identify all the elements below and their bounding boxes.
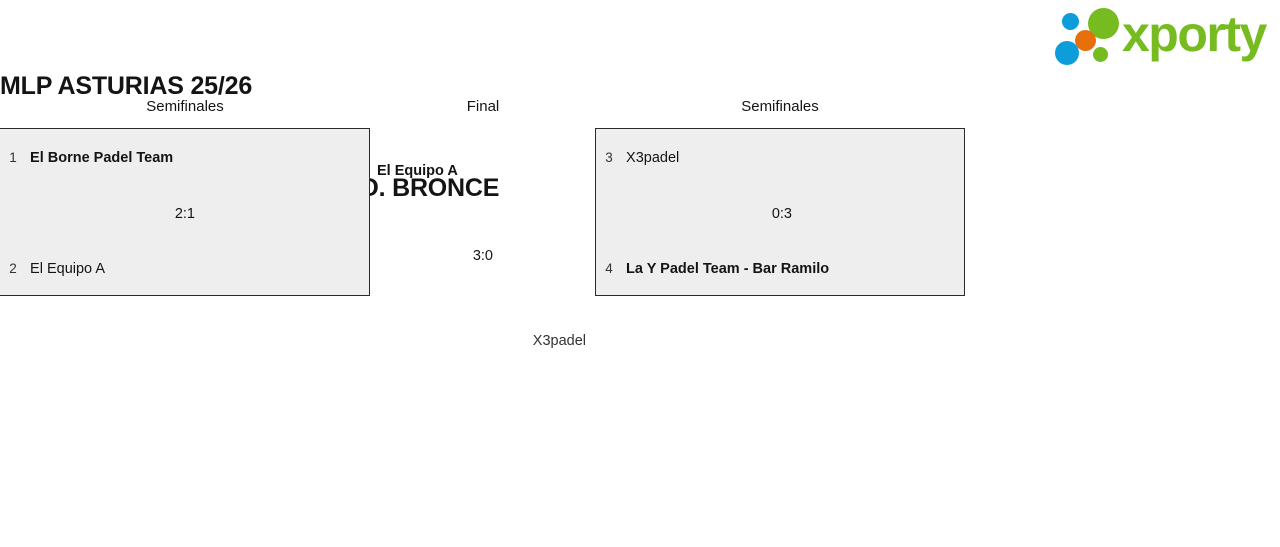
- match-row-top[interactable]: 1 El Borne Padel Team: [0, 147, 173, 169]
- match-score: 0:3: [771, 206, 792, 222]
- logo-wordmark: xporty: [1122, 6, 1267, 62]
- logo-dot-green-small: [1093, 47, 1108, 62]
- team-name: La Y Padel Team - Bar Ramilo: [626, 261, 830, 277]
- logo-dots-icon: [1052, 6, 1124, 65]
- page-header: MLP ASTURIAS 25/26 BRONCE PLAY OFF DESCE…: [0, 0, 1280, 202]
- round-header-final: Final: [466, 98, 500, 115]
- xporty-logo[interactable]: xporty: [1048, 2, 1276, 66]
- team-name: X3padel: [626, 150, 680, 166]
- match-row-top[interactable]: 3 X3padel: [596, 147, 679, 169]
- logo-dot-orange: [1075, 30, 1096, 51]
- final-winner-team: El Equipo A: [377, 163, 458, 179]
- match-semifinal-left[interactable]: 1 El Borne Padel Team 2:1 2 El Equipo A: [0, 128, 370, 296]
- final-score: 3:0: [472, 248, 493, 264]
- match-row-bottom[interactable]: 2 El Equipo A: [0, 258, 105, 280]
- title-line-1: MLP ASTURIAS 25/26: [0, 72, 253, 100]
- team-name: El Borne Padel Team: [30, 150, 174, 166]
- logo-dot-blue-small: [1062, 13, 1079, 30]
- seed-number: 2: [9, 261, 17, 276]
- seed-number: 4: [605, 261, 613, 276]
- seed-number: 3: [605, 150, 613, 165]
- match-row-bottom[interactable]: 4 La Y Padel Team - Bar Ramilo: [596, 258, 829, 280]
- round-header-semifinal-right: Semifinales: [741, 98, 819, 115]
- third-place-team: X3padel: [532, 333, 586, 349]
- team-name: El Equipo A: [30, 261, 106, 277]
- seed-number: 1: [9, 150, 17, 165]
- logo-dot-blue-large: [1055, 41, 1079, 65]
- match-score: 2:1: [174, 206, 195, 222]
- match-semifinal-right[interactable]: 3 X3padel 0:3 4 La Y Padel Team - Bar Ra…: [595, 128, 965, 296]
- round-header-semifinal-left: Semifinales: [146, 98, 224, 115]
